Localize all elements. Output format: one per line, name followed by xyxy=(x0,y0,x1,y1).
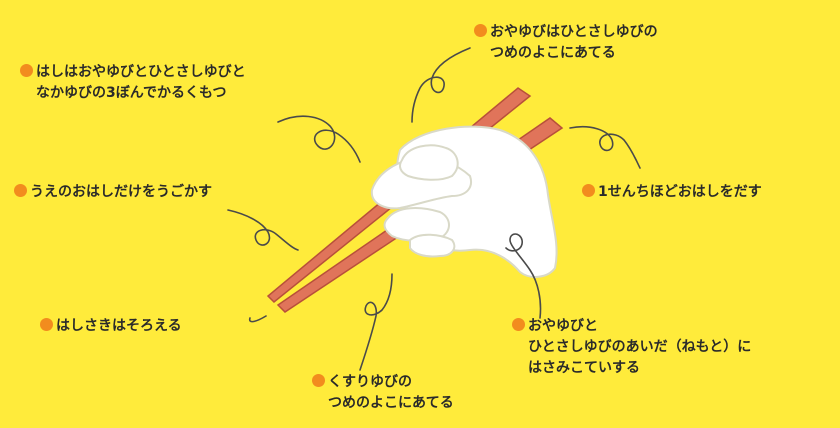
annotation-grip-line2: なかゆびの3ぼんでかるくもつ xyxy=(36,85,227,101)
annotation-move-upper-line1: うえのおはしだけをうごかす xyxy=(30,184,212,200)
annotation-protrude: 1せんちほどおはしをだす xyxy=(582,182,762,203)
curl-webbing xyxy=(505,233,542,319)
annotation-move-upper: うえのおはしだけをうごかす xyxy=(14,182,212,203)
bullet-dot-icon xyxy=(312,374,325,387)
bullet-dot-icon xyxy=(512,318,525,331)
annotation-align-tips: はしさきはそろえる xyxy=(40,316,182,337)
curl-grip xyxy=(277,115,361,163)
annotation-thumb-nail-line1: おやゆびはひとさしゆびの xyxy=(490,24,658,40)
curl-thumb-nail xyxy=(411,47,471,123)
hand-illustration xyxy=(370,125,558,278)
annotation-webbing-line1: おやゆびと xyxy=(528,318,598,334)
curl-move-upper xyxy=(227,209,299,251)
annotation-webbing-line2: ひとさしゆびのあいだ（ねもと）に xyxy=(528,339,752,355)
annotation-ring-finger: くすりゆびの つめのよこにあてる xyxy=(312,372,454,414)
curl-protrude xyxy=(569,125,641,169)
annotation-align-tips-line1: はしさきはそろえる xyxy=(56,318,182,334)
annotation-protrude-line1: 1せんちほどおはしをだす xyxy=(598,184,762,200)
annotation-webbing-line3: はさみこていする xyxy=(528,360,640,376)
annotation-grip: はしはおやゆびとひとさしゆびと なかゆびの3ぼんでかるくもつ xyxy=(20,62,246,104)
curl-ring-finger xyxy=(359,273,393,371)
bullet-dot-icon xyxy=(40,318,53,331)
thumb xyxy=(399,144,459,181)
annotation-grip-line1: はしはおやゆびとひとさしゆびと xyxy=(36,64,246,80)
bullet-dot-icon xyxy=(582,184,595,197)
annotation-ring-finger-line2: つめのよこにあてる xyxy=(328,395,454,411)
annotation-webbing: おやゆびと ひとさしゆびのあいだ（ねもと）に はさみこていする xyxy=(512,316,751,379)
leader-lines xyxy=(227,47,641,371)
ring-finger xyxy=(409,233,456,258)
bullet-dot-icon xyxy=(14,184,27,197)
bullet-dot-icon xyxy=(474,24,487,37)
curl-align-tips xyxy=(248,315,267,323)
annotation-thumb-nail: おやゆびはひとさしゆびの つめのよこにあてる xyxy=(474,22,658,64)
bullet-dot-icon xyxy=(20,64,33,77)
annotation-ring-finger-line1: くすりゆびの xyxy=(328,374,412,390)
annotation-thumb-nail-line2: つめのよこにあてる xyxy=(490,45,616,61)
